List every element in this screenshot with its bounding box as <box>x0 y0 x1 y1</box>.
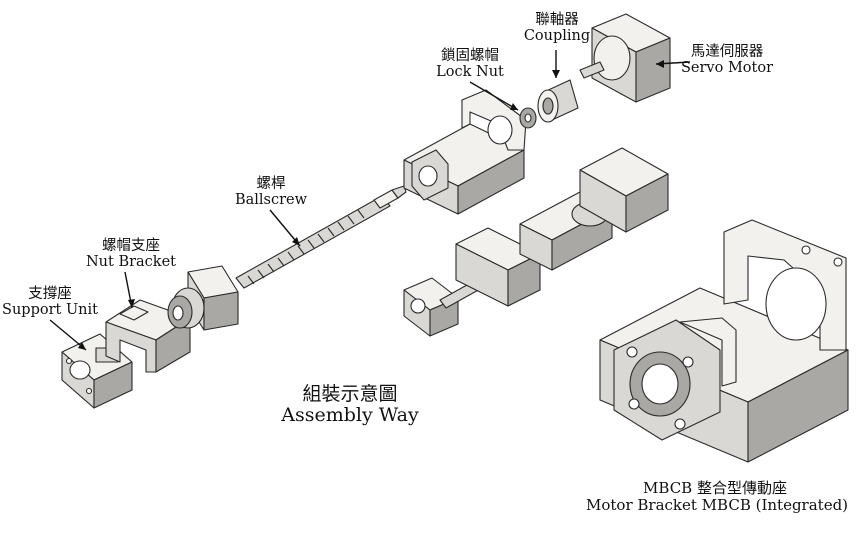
label-servo-motor: 馬達伺服器 Servo Motor <box>672 44 782 76</box>
label-support-unit: 支撐座 Support Unit <box>0 286 100 318</box>
support-unit-part <box>61 333 133 409</box>
assembly-zh: 組裝示意圖 <box>302 383 398 405</box>
lock-nut-zh: 鎖固螺帽 <box>441 48 499 64</box>
nut-bracket-zh: 螺帽支座 <box>102 238 160 254</box>
ball-nut-part <box>167 265 239 331</box>
leader-arrows <box>49 50 691 351</box>
ballscrew-en: Ballscrew <box>234 192 308 209</box>
label-mbcb: MBCB 整合型傳動座 Motor Bracket MBCB (Integrat… <box>586 479 849 514</box>
support-unit-en: Support Unit <box>2 302 98 319</box>
support-unit-zh: 支撐座 <box>28 286 72 302</box>
label-ballscrew: 螺桿 Ballscrew <box>226 176 316 208</box>
lock-nut-part <box>519 107 537 129</box>
label-coupling: 聯軸器 Coupling <box>512 12 602 44</box>
coupling-en: Coupling <box>523 28 591 45</box>
mbcb-en: Motor Bracket MBCB (Integrated) <box>586 495 849 514</box>
label-nut-bracket: 螺帽支座 Nut Bracket <box>76 238 186 270</box>
lock-nut-en: Lock Nut <box>436 64 504 81</box>
servo-motor-zh: 馬達伺服器 <box>690 44 764 60</box>
assembly-en: Assembly Way <box>281 404 419 427</box>
assembled-unit-part <box>403 147 669 337</box>
coupling-part <box>537 79 579 123</box>
servo-motor-part <box>579 13 671 103</box>
motor-bracket-part <box>403 89 527 215</box>
label-assembly-way: 組裝示意圖 Assembly Way <box>270 383 430 427</box>
mbcb-zh: MBCB 整合型傳動座 <box>643 479 787 497</box>
ballscrew-part <box>235 185 407 289</box>
servo-motor-en: Servo Motor <box>680 60 774 77</box>
ballscrew-zh: 螺桿 <box>256 176 286 192</box>
coupling-zh: 聯軸器 <box>535 12 579 28</box>
mbcb-part <box>599 219 849 463</box>
nut-bracket-en: Nut Bracket <box>85 254 176 271</box>
label-lock-nut: 鎖固螺帽 Lock Nut <box>424 48 516 80</box>
arrow-lock-nut <box>469 81 519 111</box>
